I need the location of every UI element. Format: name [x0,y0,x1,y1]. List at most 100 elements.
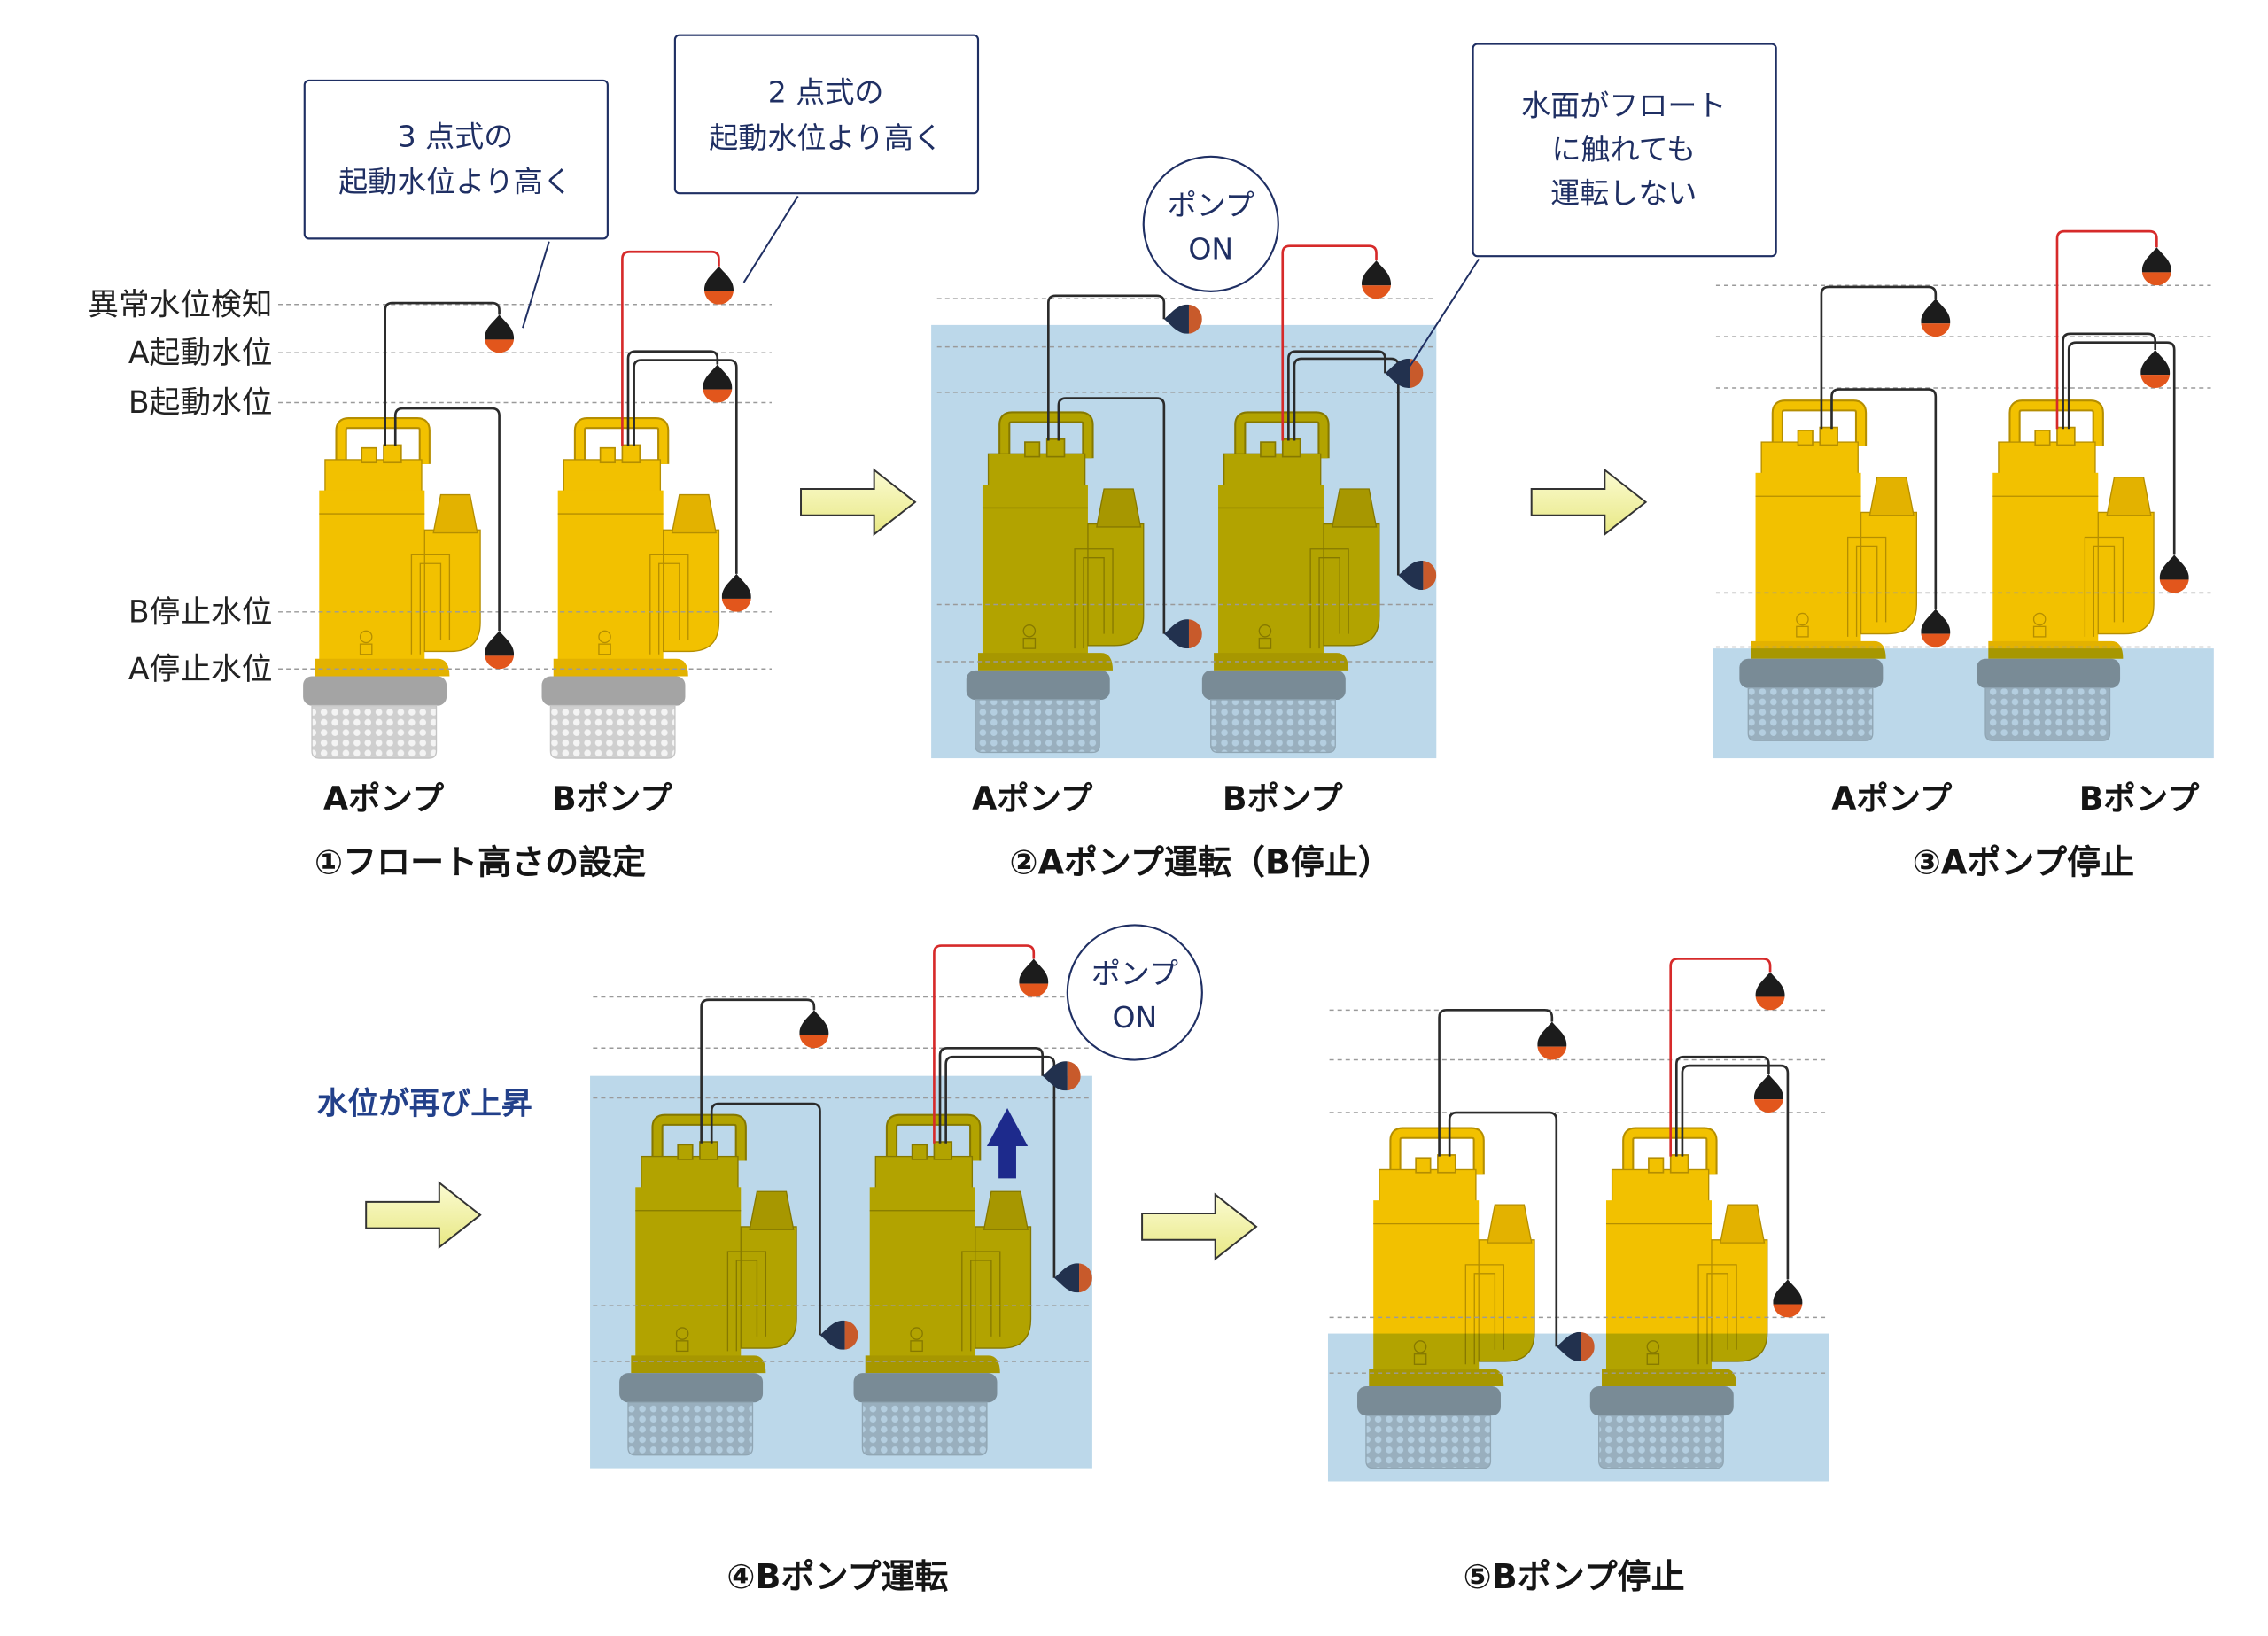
on-badge-circle [1066,924,1203,1061]
float-cable [626,350,719,447]
float-cable [700,998,816,1144]
pump-bracket [2084,536,2124,637]
alarm-float-cable [621,250,720,447]
callout-line: 起動水位より高く [338,164,572,198]
on-badge-line: ON [1188,232,1233,267]
callout-pointer [742,195,799,283]
panel-3-title: ③Aポンプ停止 [1913,843,2134,882]
float-cables [700,944,1056,1336]
pump-motor-body [319,490,425,662]
alarm-float-cable [2055,229,2158,430]
float-weight [1921,323,1951,337]
float-cable [633,359,738,574]
pump-bolt-plate [359,643,373,655]
pump-cap [324,459,423,492]
float-weight [1361,285,1392,299]
level-lines [278,304,772,671]
pump-handle [1391,1128,1483,1175]
level-rise-note: 水位が再び上昇 [317,1087,532,1122]
on-badge-line: ポンプ [1168,188,1254,222]
panel-5-title: ⑤Bポンプ停止 [1464,1557,1685,1596]
cable-gland [621,444,641,464]
pump-bracket [2093,545,2116,637]
callout-2point: 2 点式の 起動水位より高く [673,34,980,283]
cable-gland [383,444,402,464]
panel-1-graphics [278,250,772,759]
pump-bracket [1464,1264,1504,1365]
pump-b-submersible-pump-icon [541,417,720,759]
float-cables [1438,958,1790,1347]
discharge-outlet [1868,477,1915,516]
pump-bolt-plate [598,643,611,655]
right-arrow-icon [1141,1192,1258,1261]
on-badge-line: ポンプ [1091,957,1178,991]
float-weight [799,1035,829,1049]
float-weight [1755,996,1785,1011]
pumps [303,417,720,759]
level-labels: 異常水位検知 A起動水位 B起動水位 B停止水位 A停止水位 [88,287,272,687]
water-body [1713,648,2214,759]
callout-line: 起動水位より高く [709,120,943,155]
callout-no-run: 水面がフロート に触れても 運転しない [1409,43,1777,367]
pump-handle [1773,401,1866,447]
callout-3point: 3 点式の 起動水位より高く [303,79,609,329]
up-arrow-icon [986,1108,1029,1179]
discharge-outlet [1720,1204,1766,1244]
pump-motor-body [1992,472,2099,645]
alarm-float-cable [1281,244,1378,441]
panel-1-pump-b-label: Bポンプ [552,779,672,818]
float-weight [1921,633,1951,647]
right-arrow-icon [1530,468,1648,537]
callout-box [673,34,980,195]
cable-gland [1669,1154,1689,1174]
pump-bracket [1847,536,1887,637]
callout-line: 3 点式の [398,119,514,153]
pump-motor-body [557,490,664,662]
float-cable [393,407,501,632]
discharge-elbow [423,529,481,653]
callout-line: に触れても [1552,132,1697,167]
float-cables [384,250,738,632]
panel-3-pump-a-label: Aポンプ [1831,779,1953,818]
callout-line: 水面がフロート [1521,89,1726,123]
pump-bolt [359,630,373,644]
level-lines [936,298,1435,663]
panel-2-pump-a-label: Aポンプ [972,779,1093,818]
level-label-a-stop: A停止水位 [128,652,272,687]
float-weight [1537,1046,1567,1060]
pump-base [541,676,686,706]
level-label-a-start: A起動水位 [128,336,272,371]
panel-1-title: ①フロート高さの設定 [315,843,646,882]
pump-bolt-plate [1796,625,1809,638]
float-cable [1820,285,1938,430]
panel-4-on-badge: ポンプ ON [1066,924,1203,1061]
pump-cap [1760,441,1859,476]
panel-5-graphics [1327,958,1829,1482]
float-cable [1830,388,1938,609]
cable-gland [599,446,616,464]
panel-2-pump-b-label: Bポンプ [1223,779,1343,818]
callout-line: 2 点式の [768,75,884,110]
float-cable [1448,1111,1558,1347]
right-arrow-icon [365,1181,482,1250]
level-label-abnormal: 異常水位検知 [88,287,272,322]
pump-a-submersible-pump-icon [303,417,481,759]
float-cable [938,1046,1045,1144]
alarm-float-cable [933,944,1036,1144]
pump-foot [553,658,688,677]
discharge-elbow [663,529,720,653]
float-weight [485,655,515,670]
pump-strainer [311,704,438,759]
callout-box [303,79,609,240]
right-arrow-icon [800,468,917,537]
pump-bracket [649,554,689,655]
cable-gland [1648,1157,1665,1174]
pump-bolt-plate [2032,625,2047,638]
float-cable [384,301,501,447]
panel-3-graphics [1713,229,2214,759]
discharge-outlet [432,493,478,534]
callout-box [1472,43,1777,258]
cable-gland [2034,430,2051,446]
float-cable [944,1055,1056,1278]
